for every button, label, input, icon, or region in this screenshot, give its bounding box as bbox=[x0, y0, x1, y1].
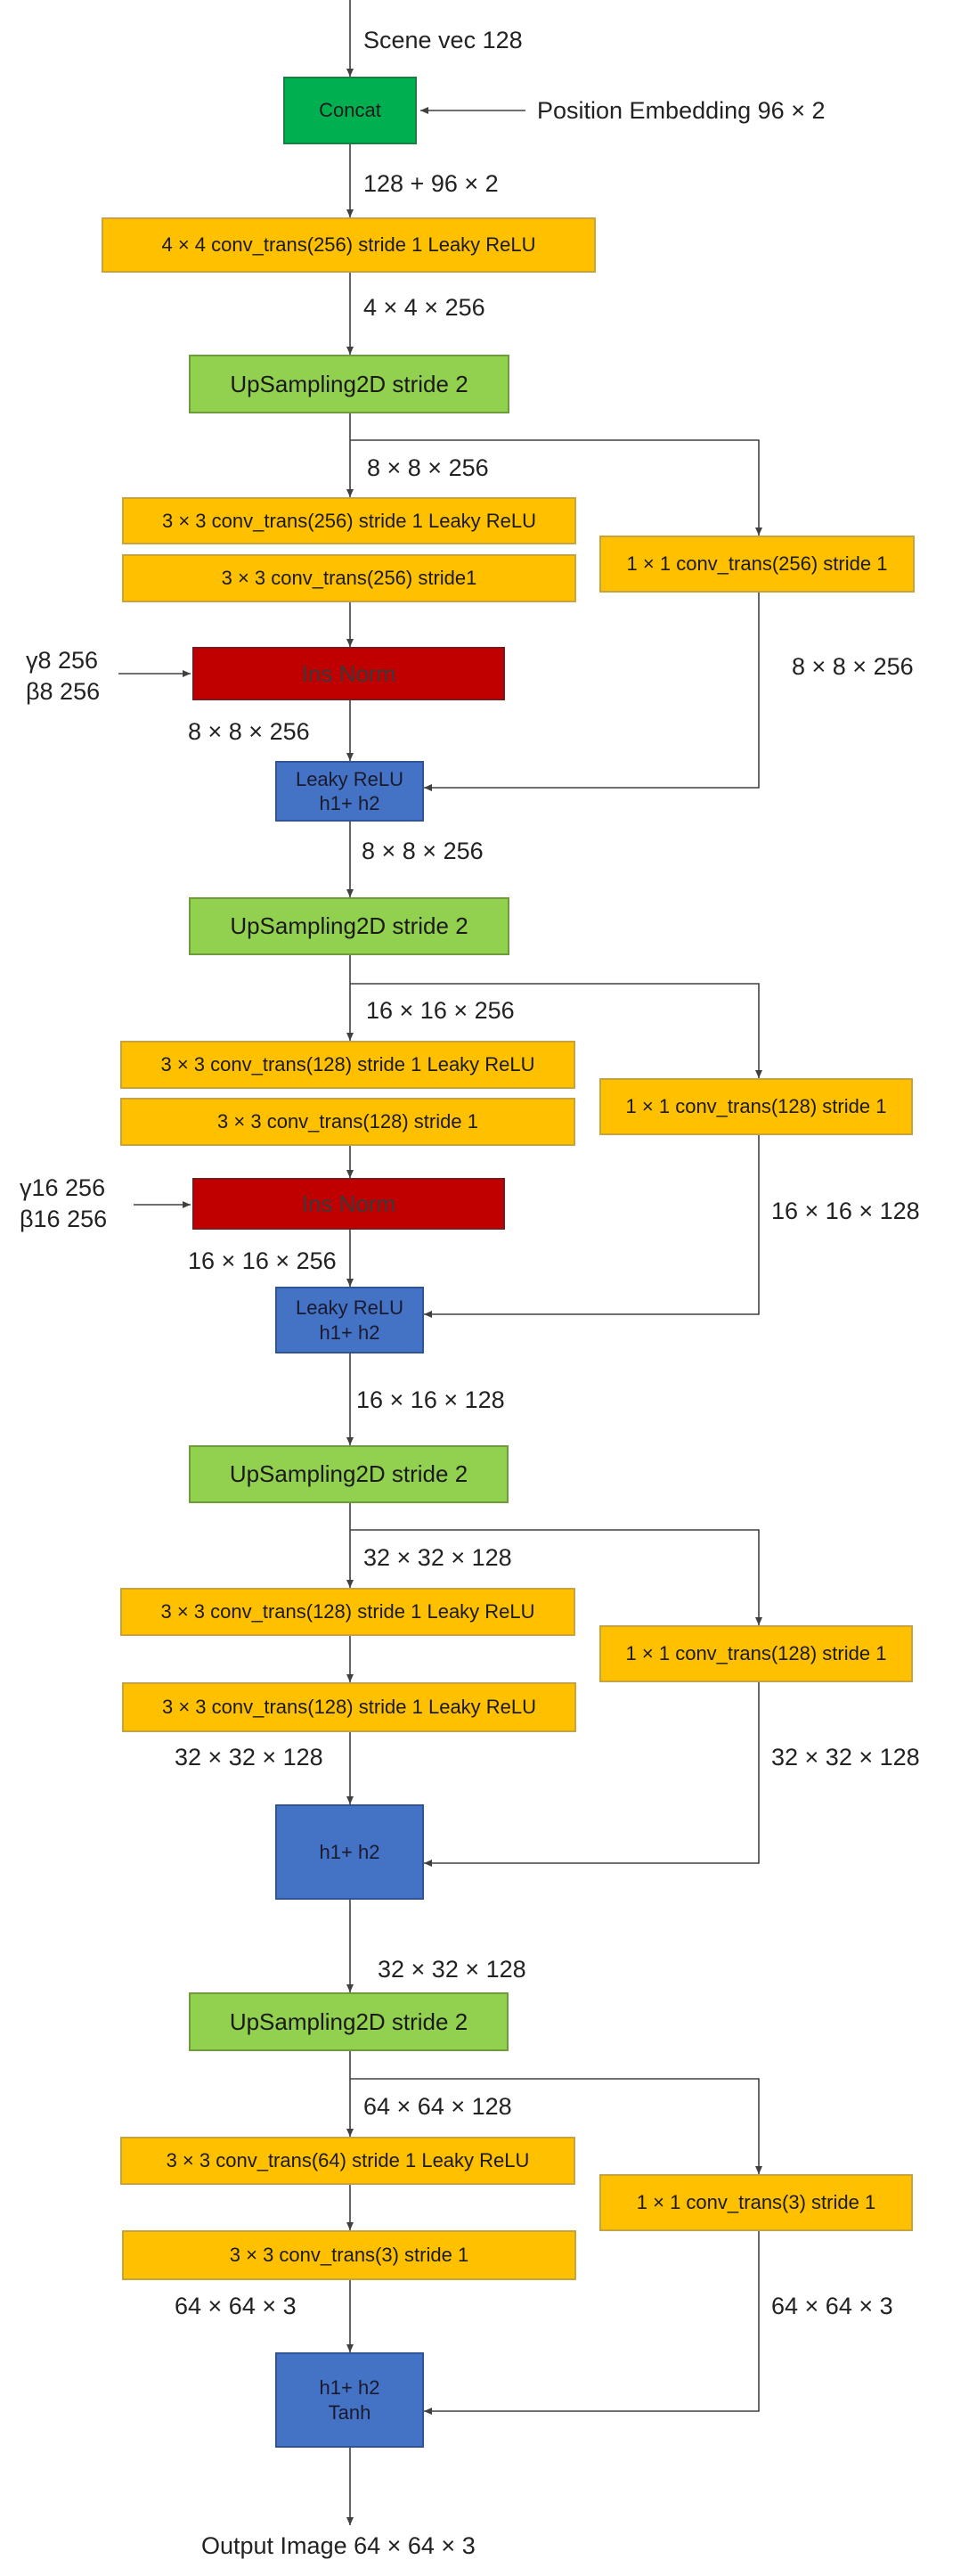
position-embedding-label: Position Embedding 96 × 2 bbox=[537, 97, 826, 124]
concat-node: Concat bbox=[283, 77, 417, 144]
stage-4-conv-2: 3 × 3 conv_trans(3) stride 1 bbox=[122, 2230, 576, 2280]
branch-3-to-side bbox=[350, 1529, 762, 1625]
stage-2-merge-node: Leaky ReLU h1+ h2 bbox=[275, 1287, 424, 1353]
stage-3-merge-output-label: 32 × 32 × 128 bbox=[378, 1956, 526, 1983]
upsample-node-1: UpSampling2D stride 2 bbox=[189, 355, 509, 413]
stage-1-conv-1: 3 × 3 conv_trans(256) stride 1 Leaky ReL… bbox=[122, 497, 576, 544]
stage-4-dim-label: 64 × 64 × 128 bbox=[363, 2093, 512, 2120]
stage-1-ins-norm: Ins Norm bbox=[192, 647, 505, 700]
stage-1-dim-label: 8 × 8 × 256 bbox=[367, 454, 489, 481]
upsample-node-4: UpSampling2D stride 2 bbox=[189, 1992, 509, 2051]
side-3-to-merge bbox=[424, 1682, 760, 1867]
stage-2-merge-output-label: 16 × 16 × 128 bbox=[356, 1386, 505, 1413]
output-label: Output Image 64 × 64 × 3 bbox=[201, 2532, 476, 2559]
first-conv-output-label: 4 × 4 × 256 bbox=[363, 294, 485, 321]
stage-3-conv-1: 3 × 3 conv_trans(128) stride 1 Leaky ReL… bbox=[120, 1588, 575, 1636]
stage-2-ins-norm: Ins Norm bbox=[192, 1178, 505, 1230]
stage-1-side-conv: 1 × 1 conv_trans(256) stride 1 bbox=[599, 536, 915, 593]
stage-2-dim-label: 16 × 16 × 256 bbox=[366, 997, 515, 1024]
stage-1-after-norm-label: 8 × 8 × 256 bbox=[188, 718, 310, 745]
stage-1-side-dim-label: 8 × 8 × 256 bbox=[792, 653, 914, 680]
stage-1-conv-2: 3 × 3 conv_trans(256) stride1 bbox=[122, 554, 576, 602]
side-4-to-merge bbox=[424, 2231, 760, 2415]
stage-2-side-conv: 1 × 1 conv_trans(128) stride 1 bbox=[599, 1078, 913, 1135]
stage-1-merge-output-label: 8 × 8 × 256 bbox=[362, 838, 484, 864]
stage-2-conv-2: 3 × 3 conv_trans(128) stride 1 bbox=[120, 1098, 575, 1146]
branch-4-to-side bbox=[350, 2078, 762, 2174]
stage-2-side-dim-label: 16 × 16 × 128 bbox=[771, 1198, 920, 1224]
branch-1-to-side bbox=[350, 439, 762, 536]
upsample-node-3: UpSampling2D stride 2 bbox=[189, 1445, 509, 1503]
stage-4-side-conv: 1 × 1 conv_trans(3) stride 1 bbox=[599, 2174, 913, 2231]
stage-3-after-conv-label: 32 × 32 × 128 bbox=[175, 1744, 323, 1770]
stage-3-dim-label: 32 × 32 × 128 bbox=[363, 1544, 512, 1571]
stage-1-merge-node: Leaky ReLU h1+ h2 bbox=[275, 761, 424, 822]
stage-1-norm-params-label: γ8 256 β8 256 bbox=[26, 647, 101, 706]
concat-output-label: 128 + 96 × 2 bbox=[363, 170, 499, 197]
stage-3-conv-2: 3 × 3 conv_trans(128) stride 1 Leaky ReL… bbox=[122, 1682, 576, 1732]
stage-3-side-conv: 1 × 1 conv_trans(128) stride 1 bbox=[599, 1625, 913, 1682]
stage-3-side-dim-label: 32 × 32 × 128 bbox=[771, 1744, 920, 1770]
first-conv-node: 4 × 4 conv_trans(256) stride 1 Leaky ReL… bbox=[102, 217, 596, 273]
stage-2-conv-1: 3 × 3 conv_trans(128) stride 1 Leaky ReL… bbox=[120, 1041, 575, 1089]
side-1-to-merge bbox=[424, 593, 760, 791]
branch-2-to-side bbox=[350, 983, 762, 1078]
stage-3-merge-node: h1+ h2 bbox=[275, 1804, 424, 1900]
stage-4-merge-node: h1+ h2 Tanh bbox=[275, 2352, 424, 2448]
stage-2-after-norm-label: 16 × 16 × 256 bbox=[188, 1247, 337, 1274]
side-2-to-merge bbox=[424, 1135, 760, 1318]
stage-4-conv-1: 3 × 3 conv_trans(64) stride 1 Leaky ReLU bbox=[120, 2137, 575, 2185]
upsample-node-2: UpSampling2D stride 2 bbox=[189, 897, 509, 955]
stage-4-after-conv-label: 64 × 64 × 3 bbox=[175, 2293, 297, 2319]
stage-2-norm-params-label: γ16 256 β16 256 bbox=[20, 1174, 108, 1233]
input-label: Scene vec 128 bbox=[363, 27, 523, 53]
stage-4-side-dim-label: 64 × 64 × 3 bbox=[771, 2293, 893, 2319]
